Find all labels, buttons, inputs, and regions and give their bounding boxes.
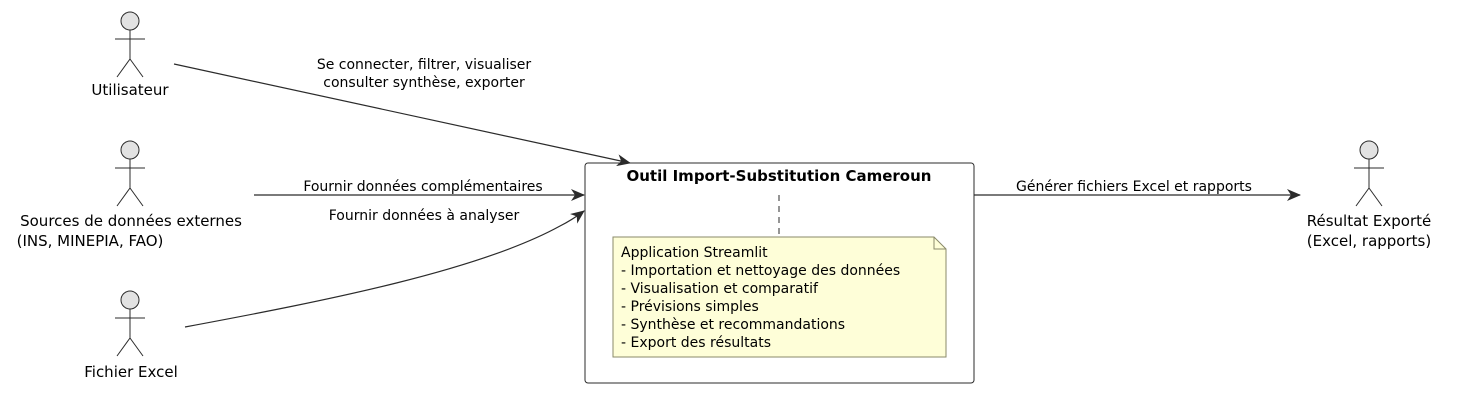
system-title: Outil Import-Substitution Cameroun (627, 167, 932, 185)
note-line-5: - Synthèse et recommandations (621, 317, 845, 333)
actor-resultat-label-line1: Résultat Exporté (1307, 212, 1432, 230)
stick-figure-icon (115, 11, 145, 78)
edge-utilisateur-label-line2: consulter synthèse, exporter (323, 75, 525, 91)
actor-sources-externes (115, 140, 145, 207)
stick-figure-icon (115, 290, 145, 357)
actor-utilisateur (115, 11, 145, 78)
actor-resultat-label-line2: (Excel, rapports) (1307, 232, 1431, 250)
edge-resultat-label: Générer fichiers Excel et rapports (1016, 179, 1252, 195)
actor-resultat-exporte (1354, 140, 1384, 207)
note: Application Streamlit - Importation et n… (612, 236, 947, 358)
note-line-4: - Prévisions simples (621, 299, 759, 315)
edge-excel-label: Fournir données à analyser (329, 208, 520, 224)
actor-fichier-excel-label: Fichier Excel (84, 363, 178, 381)
note-line-6: - Export des résultats (621, 335, 771, 351)
edge-excel-to-system (184, 210, 585, 328)
edge-utilisateur-label-line1: Se connecter, filtrer, visualiser (317, 57, 532, 73)
edge-sources-label: Fournir données complémentaires (303, 179, 542, 195)
actor-sources-label-line2: (INS, MINEPIA, FAO) (17, 232, 164, 250)
note-line-1: Application Streamlit (621, 245, 768, 261)
edge-utilisateur-to-system (173, 63, 631, 167)
stick-figure-icon (115, 140, 145, 207)
stick-figure-icon (1354, 140, 1384, 207)
actor-fichier-excel (115, 290, 145, 357)
actor-sources-label-line1: Sources de données externes (20, 212, 242, 230)
actor-utilisateur-label: Utilisateur (91, 81, 169, 99)
note-line-3: - Visualisation et comparatif (621, 281, 819, 297)
note-line-2: - Importation et nettoyage des données (621, 263, 900, 279)
